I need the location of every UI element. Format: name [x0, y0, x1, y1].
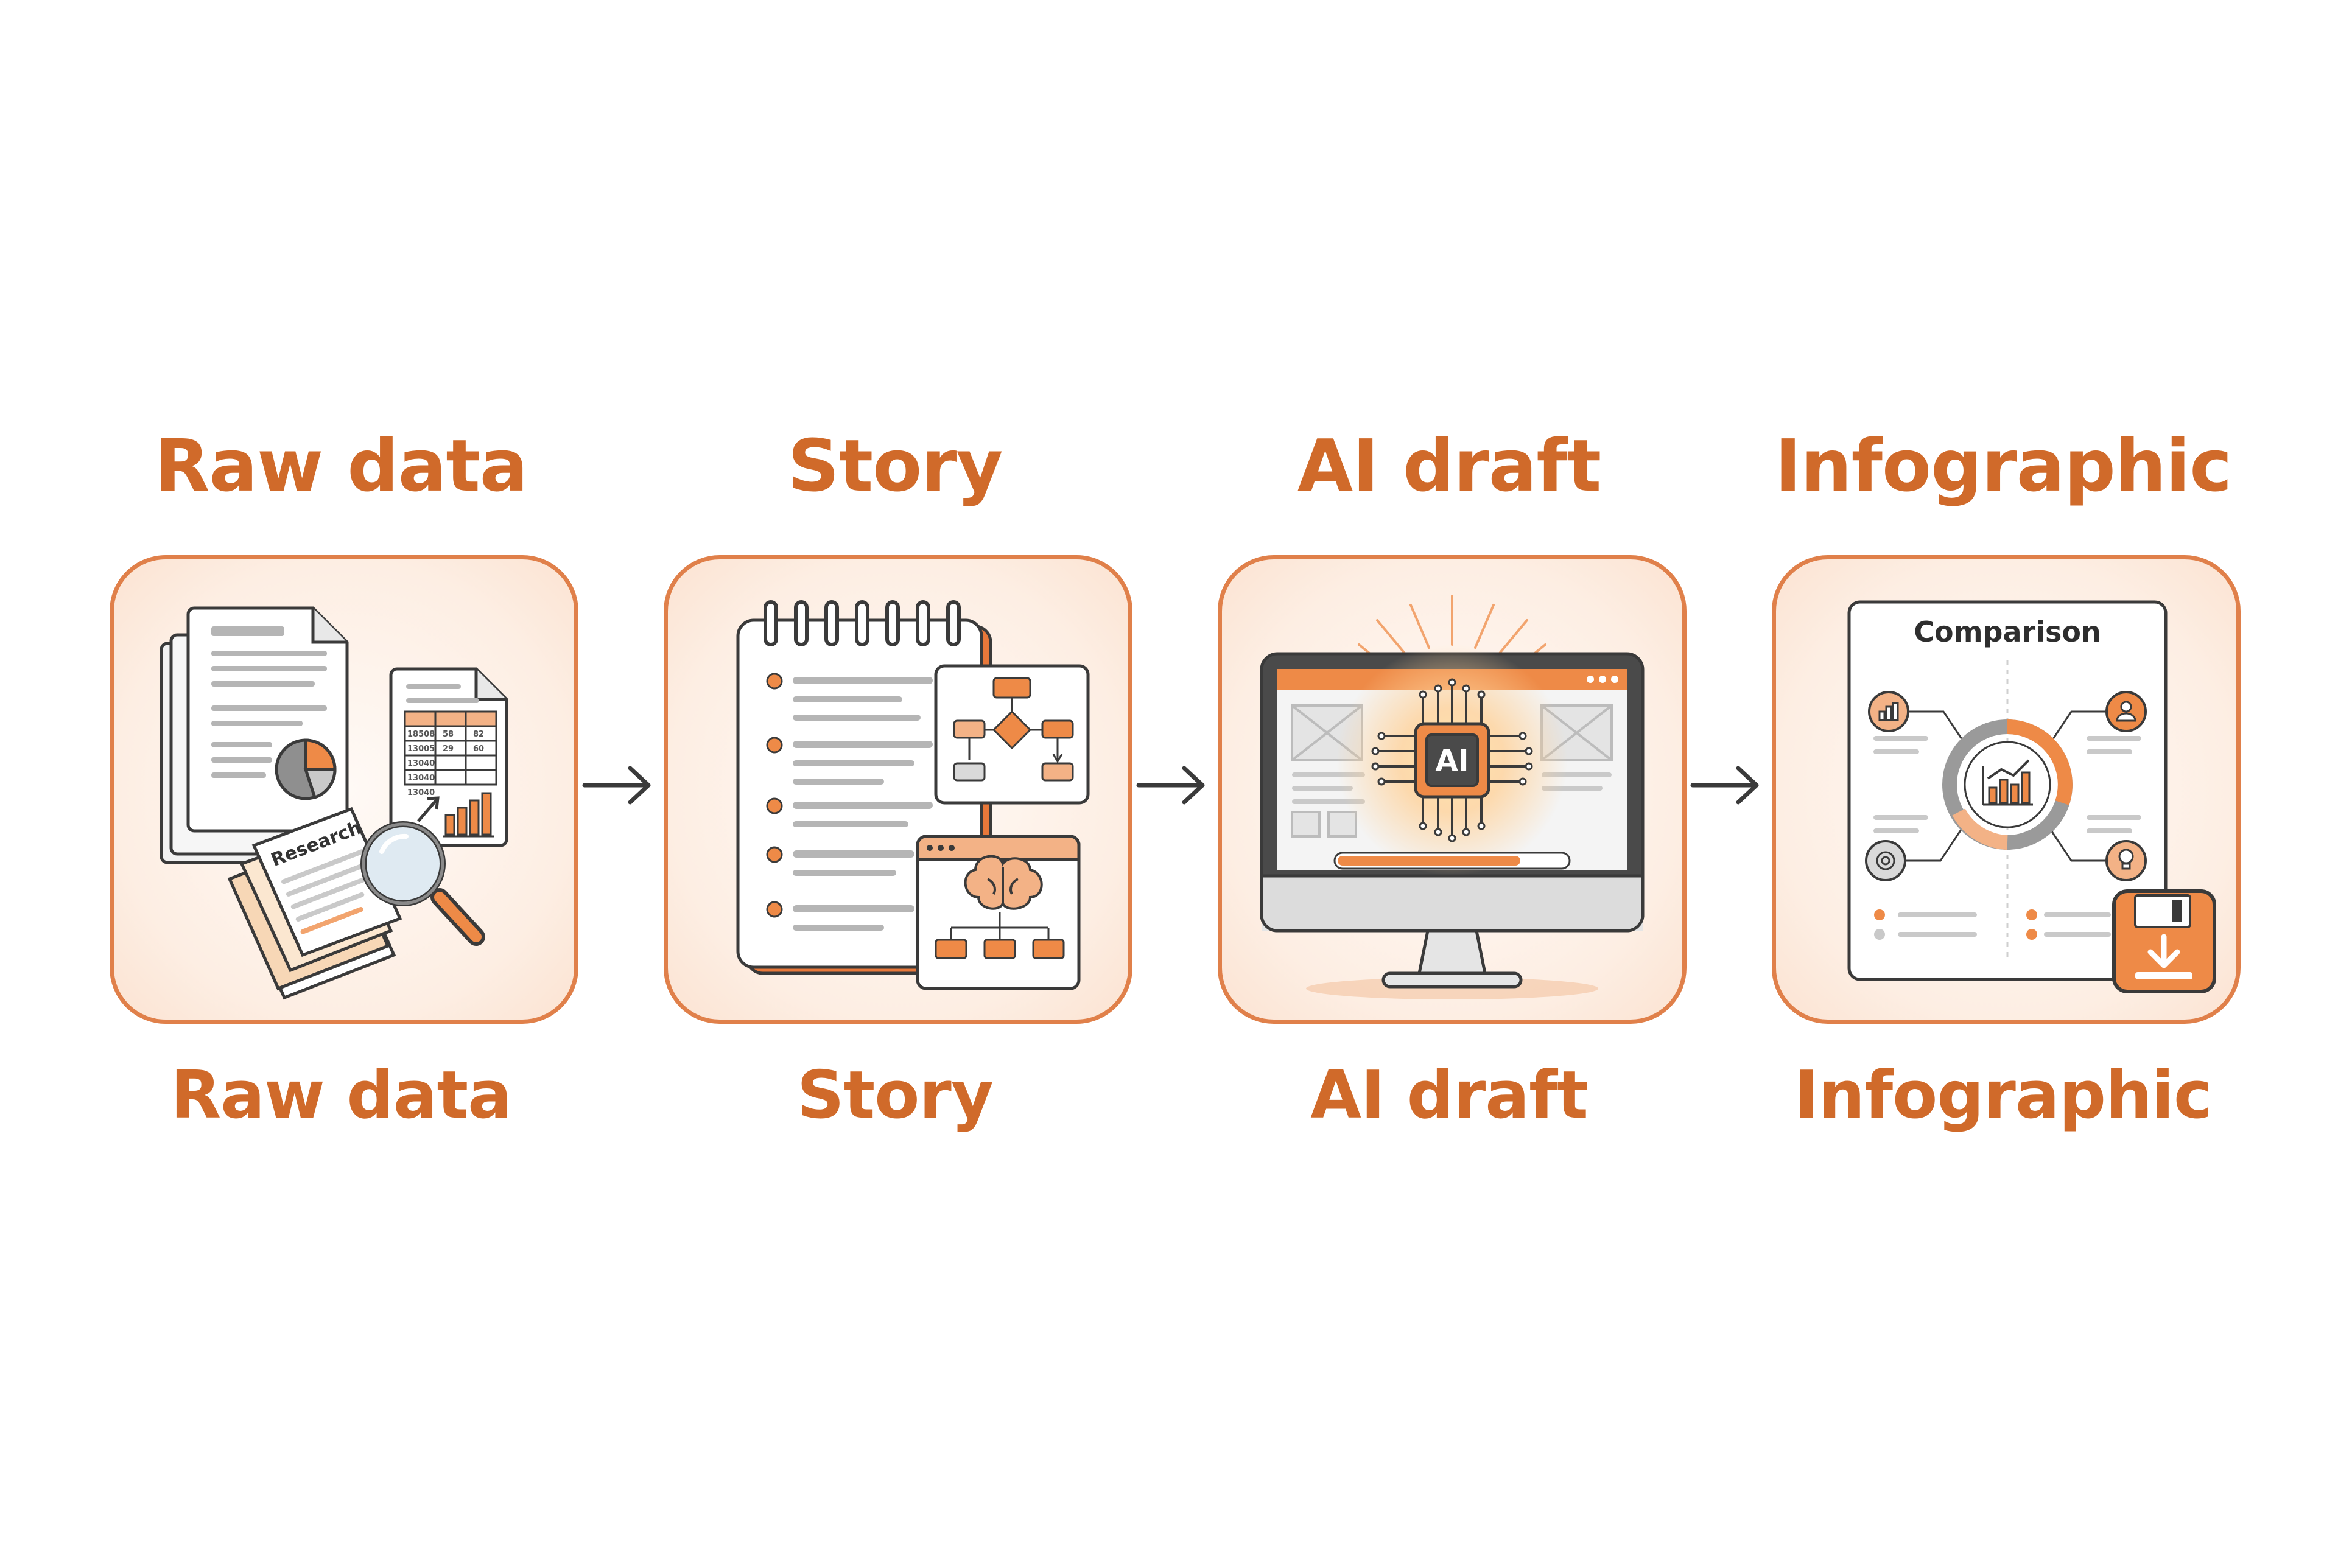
- table-cell: 82: [473, 730, 484, 739]
- step-caption-raw-data: Raw data: [170, 1057, 512, 1133]
- table-cell: 13005: [407, 744, 435, 754]
- step-caption-infographic: Infographic: [1794, 1057, 2213, 1133]
- table-cell: 13040: [407, 774, 435, 783]
- right-arrow-icon: [1132, 755, 1212, 816]
- person-icon: [2116, 701, 2136, 722]
- target-icon: [1876, 851, 1895, 870]
- bar-chart-icon: [1878, 702, 1899, 721]
- step-card-raw-data: 18508 58 82 13005 29 60 13040 13040 1304…: [110, 555, 578, 1024]
- right-arrow-icon: [1687, 755, 1766, 816]
- table-cell: 13040: [407, 759, 435, 768]
- infographic-document-icon: Comparison: [1847, 600, 2216, 993]
- raw-data-documents-icon: 18508 58 82 13005 29 60 13040 13040 1304…: [160, 606, 508, 1000]
- infographic-doc-title: Comparison: [1914, 615, 2101, 648]
- download-save-icon: [2112, 889, 2216, 993]
- step-title-story: Story: [787, 424, 1003, 508]
- right-arrow-icon: [578, 755, 658, 816]
- step-caption-story: Story: [796, 1057, 994, 1133]
- ai-chip-monitor-icon: AI: [1260, 595, 1645, 999]
- table-cell: 58: [443, 730, 454, 739]
- step-title-raw-data: Raw data: [154, 424, 528, 508]
- step-card-ai-draft: AI: [1218, 555, 1687, 1024]
- step-card-story: [664, 555, 1132, 1024]
- step-title-ai-draft: AI draft: [1297, 424, 1601, 508]
- magnifier-icon: [360, 821, 485, 946]
- brain-icon: [964, 855, 1043, 910]
- table-cell: 18508: [407, 730, 435, 739]
- table-cell: 60: [473, 744, 484, 754]
- step-caption-ai-draft: AI draft: [1310, 1057, 1588, 1133]
- table-cell: 29: [443, 744, 454, 754]
- table-cell: 13040: [407, 788, 435, 797]
- storyboard-notebook-icon: [736, 600, 1090, 990]
- step-title-infographic: Infographic: [1774, 424, 2232, 508]
- step-card-infographic: Comparison: [1772, 555, 2241, 1024]
- ai-chip-label: AI: [1435, 744, 1469, 778]
- lightbulb-icon: [2118, 849, 2134, 870]
